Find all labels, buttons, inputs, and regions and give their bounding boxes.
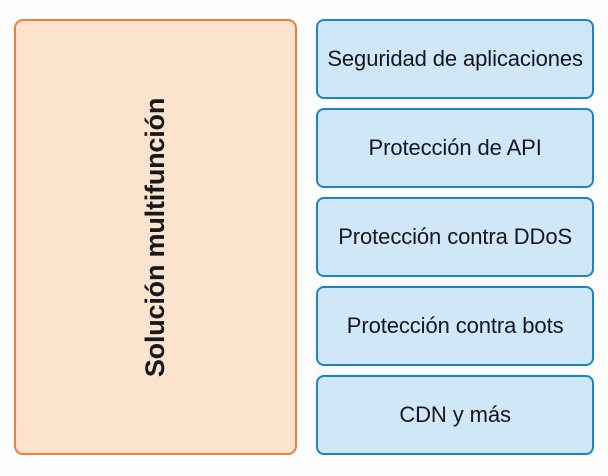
capability-item-bot-protection[interactable]: Protección contra bots [316, 286, 594, 366]
capability-item-api-protection[interactable]: Protección de API [316, 108, 594, 188]
capability-item-label: Protección contra DDoS [338, 224, 573, 250]
capability-list: Seguridad de aplicaciones Protección de … [316, 19, 594, 455]
capability-item-label: Seguridad de aplicaciones [327, 46, 583, 72]
capability-item-label: Protección de API [368, 135, 542, 161]
capability-item-ddos-protection[interactable]: Protección contra DDoS [316, 197, 594, 277]
solution-group-label: Solución multifunción [140, 97, 171, 377]
capability-item-label: Protección contra bots [346, 313, 564, 339]
capability-item-label: CDN y más [399, 402, 511, 428]
capability-item-cdn-and-more[interactable]: CDN y más [316, 375, 594, 455]
solution-group-panel: Solución multifunción [14, 19, 298, 455]
capability-item-app-security[interactable]: Seguridad de aplicaciones [316, 19, 594, 99]
